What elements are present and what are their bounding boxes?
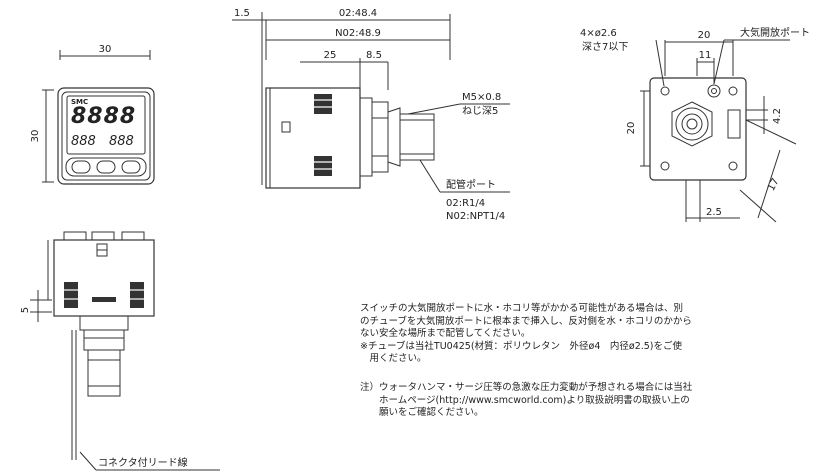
connector-lead-label: コネクタ付リード線	[98, 456, 188, 469]
note-line: ※チューブは当社TU0425(材質：ポリウレタン 外径ø4 内径ø2.5)をご使	[360, 340, 683, 352]
port-r-spec: 02:R1/4	[446, 198, 485, 209]
front-view	[42, 50, 155, 185]
dim-total-length: 02:48.4	[339, 8, 377, 19]
sub-digits-left: 888	[71, 134, 96, 149]
back-dim-20-left: 20	[626, 122, 637, 135]
thread-spec-label: M5×0.8	[462, 92, 501, 103]
back-dim-11: 11	[699, 50, 712, 61]
side-view	[232, 12, 510, 193]
note-paragraph-2: 注）ウォータハンマ・サージ圧等の急激な圧力変動が予想される場合には当社 ホームペ…	[360, 382, 692, 420]
note-line: 注）ウォータハンマ・サージ圧等の急激な圧力変動が予想される場合には当社	[360, 382, 693, 393]
brand-logo: SMC	[71, 98, 89, 106]
dim-1-5: 1.5	[234, 8, 250, 19]
thread-depth-label: ねじ深5	[462, 105, 498, 117]
holes-depth-label: 深さ7以下	[582, 41, 628, 53]
sub-digits-right: 888	[109, 134, 134, 149]
note-line: ホームページ(http://www.smcworld.com)より取扱説明書の取…	[360, 394, 690, 406]
note-line: のチューブを大気開放ポートに根本まで挿入し、反対側を水・ホコリのかから	[360, 315, 692, 327]
note-paragraph-1: スイッチの大気開放ポートに水・ホコリ等がかかる可能性がある場合は、別 のチューブ…	[360, 303, 692, 366]
vent-port-label: 大気開放ポート	[740, 26, 810, 39]
holes-label: 4×ø2.6	[580, 28, 617, 39]
lcd-display: SMC 8888 888 888	[67, 96, 145, 154]
bottom-view	[30, 231, 220, 471]
back-dim-2-5: 2.5	[706, 207, 722, 218]
port-npt-spec: N02:NPT1/4	[446, 211, 505, 222]
note-line: 用ください。	[360, 353, 427, 364]
note-line: ない安全な場所まで配管してください。	[360, 328, 531, 339]
bottom-dim-5: 5	[20, 307, 31, 313]
front-height-label: 30	[30, 130, 41, 143]
dim-25: 25	[324, 50, 337, 61]
back-dim-20-top: 20	[698, 30, 711, 41]
dim-8-5: 8.5	[366, 50, 382, 61]
back-dim-17: 17	[766, 177, 782, 193]
front-width-label: 30	[99, 44, 112, 55]
dim-total-length-npt: N02:48.9	[335, 28, 381, 39]
note-line: スイッチの大気開放ポートに水・ホコリ等がかかる可能性がある場合は、別	[360, 303, 684, 314]
note-line: 願いをご確認ください。	[360, 407, 484, 418]
main-digits: 8888	[71, 104, 137, 129]
back-view	[640, 39, 797, 223]
back-dim-4-2: 4.2	[772, 108, 783, 124]
port-label: 配管ポート	[446, 178, 496, 191]
